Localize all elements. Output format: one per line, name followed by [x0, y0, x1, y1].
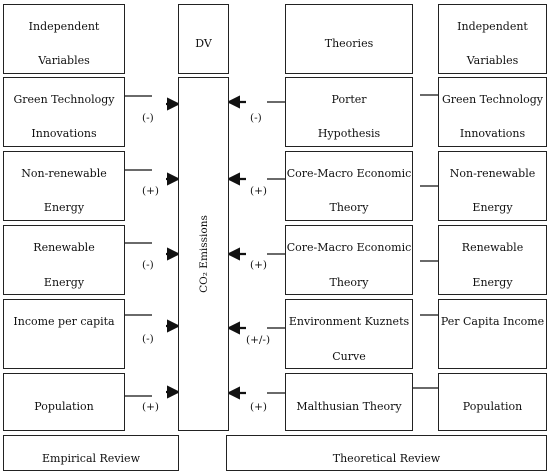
header-independent-left-line2: Variables	[38, 54, 90, 67]
header-theories-box	[285, 4, 413, 74]
theory-2-line1: Core-Macro Economic	[286, 167, 412, 180]
theoretical-review-box	[226, 435, 547, 471]
theory-4-line2: Curve	[332, 350, 366, 363]
theory-box-2	[285, 151, 413, 221]
theoretical-sign-2: (+)	[250, 185, 267, 197]
right-variable-box-4	[438, 299, 547, 369]
variable-box-2	[3, 151, 125, 221]
variable-box-4	[3, 299, 125, 369]
header-independent-right-box	[438, 4, 547, 74]
empirical-sign-5: (+)	[142, 401, 159, 413]
header-theories-label: Theories	[324, 37, 374, 50]
theory-5-line1: Malthusian Theory	[296, 400, 402, 413]
theory-box-5	[285, 373, 413, 431]
theory-4-line1: Environment Kuznets	[288, 315, 410, 328]
variable-3-line1: Renewable	[33, 241, 95, 254]
right-variable-4-line1: Per Capita Income	[440, 315, 545, 328]
empirical-sign-3: (-)	[142, 259, 154, 271]
right-variable-2-line1: Non-renewable	[449, 167, 536, 180]
header-independent-left-line1: Independent	[28, 20, 100, 33]
variable-3-line2: Energy	[43, 276, 85, 289]
theoretical-review-label: Theoretical Review	[332, 452, 441, 465]
right-variable-box-5	[438, 373, 547, 431]
theory-2-line2: Theory	[329, 201, 369, 214]
right-variable-1-line1: Green Technology	[442, 93, 543, 106]
header-dv-box	[178, 4, 229, 74]
theoretical-sign-1: (-)	[250, 112, 262, 124]
empirical-sign-2: (+)	[142, 185, 159, 197]
theory-1-line2: Hypothesis	[317, 127, 381, 140]
theory-3-line1: Core-Macro Economic	[286, 241, 412, 254]
theory-box-3	[285, 225, 413, 295]
variable-4-line1: Income per capita	[13, 315, 115, 328]
right-variable-5-line1: Population	[462, 400, 523, 413]
right-variable-box-3	[438, 225, 547, 295]
right-variable-2-line2: Energy	[472, 201, 513, 214]
empirical-review-box	[3, 435, 179, 471]
header-dv-label: DV	[195, 37, 212, 50]
variable-1-line1: Green Technology	[13, 93, 115, 106]
theoretical-sign-4: (+/-)	[246, 334, 271, 346]
empirical-review-label: Empirical Review	[42, 452, 140, 465]
dv-column-box	[178, 77, 229, 431]
header-independent-right-line1: Independent	[457, 20, 528, 33]
variable-5-line1: Population	[34, 400, 94, 413]
variable-2-line2: Energy	[43, 201, 85, 214]
right-variable-3-line1: Renewable	[461, 241, 524, 254]
header-independent-left-box	[3, 4, 125, 74]
variable-1-line2: Innovations	[31, 127, 97, 140]
right-variable-box-2	[438, 151, 547, 221]
variable-2-line1: Non-renewable	[21, 167, 107, 180]
theory-box-1	[285, 77, 413, 147]
variable-box-3	[3, 225, 125, 295]
right-variable-3-line2: Energy	[472, 276, 513, 289]
right-variable-1-line2: Innovations	[459, 127, 526, 140]
theory-1-line1: Porter	[331, 93, 367, 106]
theoretical-sign-5: (+)	[250, 401, 267, 413]
theory-box-4	[285, 299, 413, 369]
theoretical-sign-3: (+)	[250, 259, 267, 271]
theory-3-line2: Theory	[329, 276, 369, 289]
header-independent-right-line2: Variables	[466, 54, 519, 67]
empirical-sign-1: (-)	[142, 112, 154, 124]
variable-box-1	[3, 77, 125, 147]
empirical-sign-4: (-)	[142, 333, 154, 345]
variable-box-5	[3, 373, 125, 431]
dv-emissions-label: CO₂ Emissions	[198, 215, 210, 293]
right-variable-box-1	[438, 77, 547, 147]
